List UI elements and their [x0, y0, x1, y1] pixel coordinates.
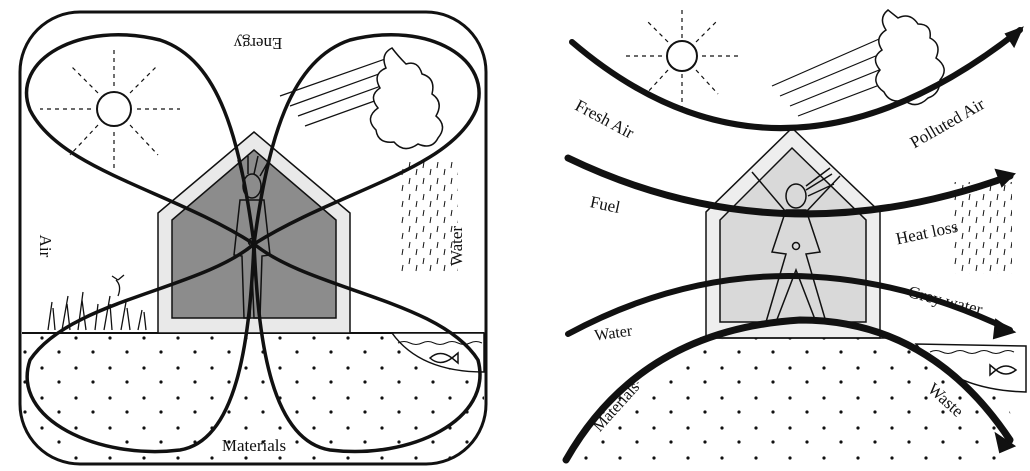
left-label-air: Air: [36, 235, 55, 258]
cloud-icon: [370, 48, 442, 149]
right-diagram: Fresh Air Polluted Air Fuel Heat loss Wa…: [566, 8, 1026, 464]
label-water: Water: [593, 322, 633, 344]
label-heat-loss: Heat loss: [894, 217, 959, 249]
right-rain-icon: [952, 182, 1012, 274]
left-label-materials: Materials: [222, 436, 286, 455]
label-fresh-air: Fresh Air: [572, 96, 638, 143]
label-grey-water: Grey water: [906, 282, 985, 319]
grass-icon: [48, 275, 146, 330]
label-fuel: Fuel: [588, 192, 622, 217]
right-cloud-icon: [875, 10, 944, 105]
left-label-water: Water: [447, 226, 466, 266]
left-label-energy: Energy: [233, 34, 282, 53]
left-diagram: Energy Air Water Materials: [20, 12, 486, 464]
sun-icon: [40, 46, 180, 172]
right-sun-icon: [624, 8, 740, 112]
right-house: [700, 128, 886, 338]
